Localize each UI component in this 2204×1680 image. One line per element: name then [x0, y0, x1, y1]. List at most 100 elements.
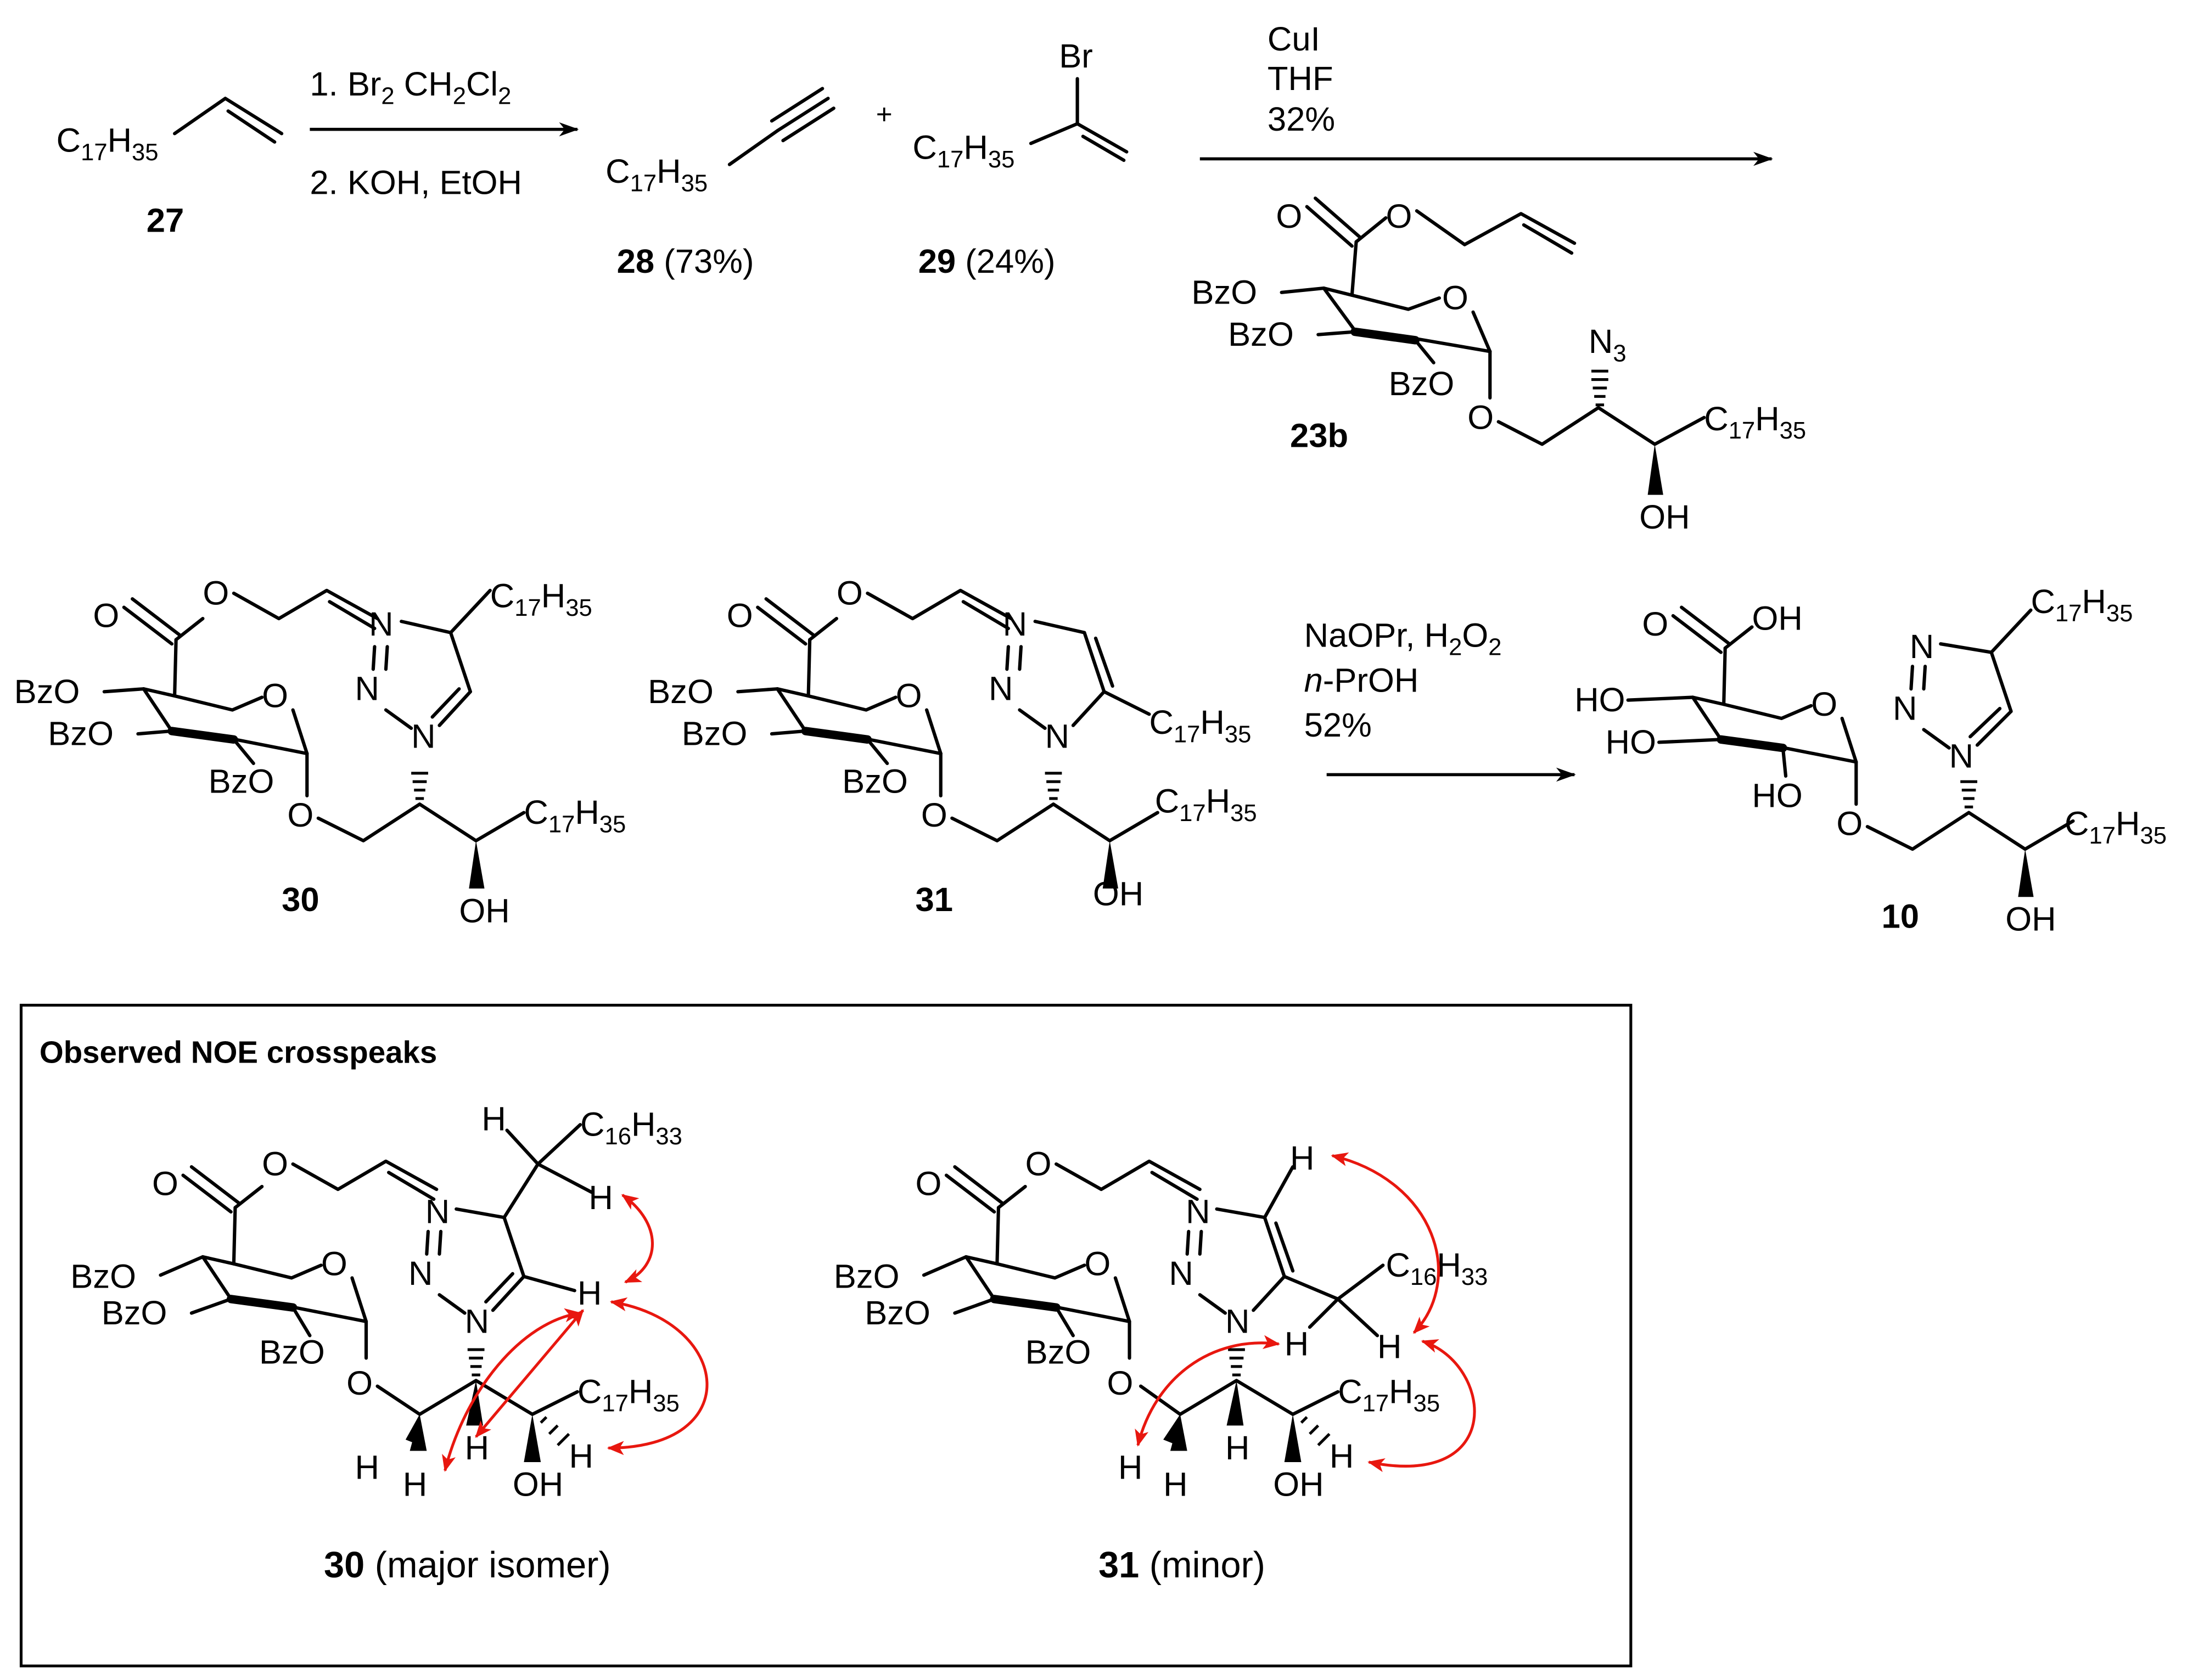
- compound-23b: O O O BzO BzO BzO O N3 OH C17H35 23: [1191, 196, 1806, 536]
- c30-ester-o: O: [93, 597, 119, 634]
- c30-n3: N: [369, 605, 393, 643]
- compound-31: O O O BzO BzO BzO O N N N: [648, 574, 1257, 918]
- c31-triazole-chain: C17H35: [1149, 704, 1251, 748]
- c30-bzo-3: BzO: [48, 715, 114, 753]
- noe31-hash-n: [1228, 1348, 1245, 1376]
- step2-conditions: CuI THF 32%: [1199, 20, 1773, 166]
- noe30-ring-o: O: [321, 1245, 347, 1283]
- noe31-h-ch2-a: H: [1285, 1325, 1309, 1363]
- noe-compound-30: O O O BzO BzO BzO O N N N: [70, 1100, 709, 1586]
- noe30-hash-n: [467, 1348, 485, 1376]
- c30-ring-o: O: [262, 677, 288, 715]
- compound-29: Br C17H35 29 (24%): [912, 37, 1129, 280]
- step3-reagent1: NaOPr, H2O2: [1304, 616, 1502, 660]
- noe31-oh: OH: [1273, 1465, 1323, 1503]
- noe31-n2: N: [1169, 1255, 1193, 1293]
- c10-acid-o: O: [1642, 605, 1668, 643]
- noe31-h-c2: H: [1225, 1429, 1249, 1467]
- c31-ester-o: O: [727, 597, 753, 634]
- c10-oh-3: HO: [1606, 723, 1656, 761]
- noe31-h-ch2-b: H: [1377, 1328, 1401, 1366]
- c10-oh-2: HO: [1752, 777, 1802, 814]
- noe31-h-c1b: H: [1163, 1465, 1187, 1503]
- noe30-oh: OH: [513, 1465, 563, 1503]
- noe-box: [19, 1003, 1633, 1667]
- noe31-h-triazole: H: [1290, 1139, 1314, 1177]
- step1-line1: 1. Br2 CH2Cl2: [310, 65, 511, 109]
- c10-n2: N: [1893, 690, 1917, 728]
- c10-oh-4: HO: [1574, 681, 1625, 719]
- noe30-ester-o: O: [152, 1165, 178, 1203]
- noe31-ester-o2: O: [1025, 1145, 1052, 1183]
- c10-n1: N: [1949, 738, 1973, 776]
- c30-bzo-2: BzO: [209, 763, 274, 801]
- c10-label: 10: [1882, 898, 1919, 936]
- c31-bzo-3: BzO: [682, 715, 748, 753]
- noe30-h-ch2-b: H: [588, 1179, 613, 1217]
- step1-line2: 2. KOH, EtOH: [310, 164, 522, 202]
- noe30-n2: N: [408, 1255, 433, 1293]
- c29-formula: C17H35: [912, 128, 1014, 172]
- c23b-azide: N3: [1589, 323, 1627, 367]
- c31-bzo-2: BzO: [842, 763, 908, 801]
- step3-yield: 52%: [1304, 706, 1372, 744]
- c23b-ester-o: O: [1276, 198, 1302, 235]
- noe31-anomeric-o: O: [1107, 1364, 1133, 1402]
- noe30-h-c3: H: [569, 1437, 593, 1475]
- compound-10: O OH O HO HO HO O N N N: [1574, 583, 2167, 939]
- c31-chain: C17H35: [1155, 783, 1257, 827]
- noe30-ester-o2: O: [262, 1145, 288, 1183]
- c29-label: 29 (24%): [918, 243, 1056, 280]
- c31-ester-o2: O: [837, 574, 863, 612]
- noe31-hash-h3: [1300, 1416, 1331, 1447]
- c10-triazole-chain: C17H35: [2031, 583, 2133, 627]
- noe30-hash-h3: [540, 1416, 570, 1447]
- step2-reagent1: CuI: [1268, 20, 1320, 58]
- noe30-h-ch2-a: H: [481, 1100, 506, 1138]
- c31-hash-triazole: [1045, 772, 1062, 800]
- c31-n1: N: [1045, 718, 1069, 756]
- noe31-n3: N: [1186, 1193, 1210, 1231]
- c30-anomeric-o: O: [287, 796, 313, 834]
- c23b-oh: OH: [1639, 498, 1690, 536]
- c23b-ring-o: O: [1442, 279, 1468, 317]
- c31-anomeric-o: O: [921, 796, 947, 834]
- noe31-bzo-3: BzO: [865, 1294, 930, 1332]
- c30-n2: N: [355, 670, 379, 708]
- noe30-h-triazole: H: [577, 1274, 602, 1312]
- c23b-chain: C17H35: [1704, 400, 1806, 444]
- noe30-bzo-4: BzO: [70, 1257, 136, 1295]
- noe31-h-c1a: H: [1118, 1449, 1142, 1487]
- noe31-h-c3: H: [1330, 1437, 1354, 1475]
- c10-n3: N: [1910, 628, 1934, 666]
- step3-conditions: NaOPr, H2O2 n-PrOH 52%: [1304, 616, 1576, 782]
- noe30-n1: N: [465, 1302, 489, 1340]
- c10-acid-oh: OH: [1752, 600, 1802, 638]
- c30-n1: N: [411, 718, 435, 756]
- plus-sign: +: [876, 98, 893, 130]
- c29-bromo: Br: [1059, 37, 1093, 75]
- noe31-chain: C17H35: [1338, 1373, 1440, 1417]
- c30-label: 30: [282, 881, 319, 919]
- c10-ring-o: O: [1811, 686, 1837, 723]
- c30-hash-triazole: [411, 772, 428, 800]
- c10-oh: OH: [2005, 901, 2056, 939]
- step2-yield: 32%: [1268, 100, 1335, 138]
- noe30-n3: N: [425, 1193, 450, 1231]
- noe30-chain: C17H35: [577, 1373, 680, 1417]
- c23b-label: 23b: [1290, 417, 1348, 455]
- step2-reagent2: THF: [1268, 60, 1333, 98]
- c28-formula: C17H35: [605, 153, 708, 196]
- noe30-caption: 30 (major isomer): [324, 1545, 611, 1586]
- noe-compound-31: O O O BzO BzO BzO O N N N: [834, 1139, 1488, 1586]
- c10-chain: C17H35: [2065, 805, 2167, 849]
- noe31-bzo-4: BzO: [834, 1257, 900, 1295]
- noe31-caption: 31 (minor): [1098, 1545, 1265, 1586]
- noe30-bzo-3: BzO: [102, 1294, 167, 1332]
- c31-bzo-4: BzO: [648, 673, 714, 711]
- c23b-anomeric-o: O: [1467, 398, 1494, 436]
- c30-chain: C17H35: [524, 794, 626, 838]
- c30-triazole-chain: C17H35: [490, 577, 592, 621]
- c31-n3: N: [1003, 605, 1027, 643]
- c30-oh: OH: [459, 892, 509, 930]
